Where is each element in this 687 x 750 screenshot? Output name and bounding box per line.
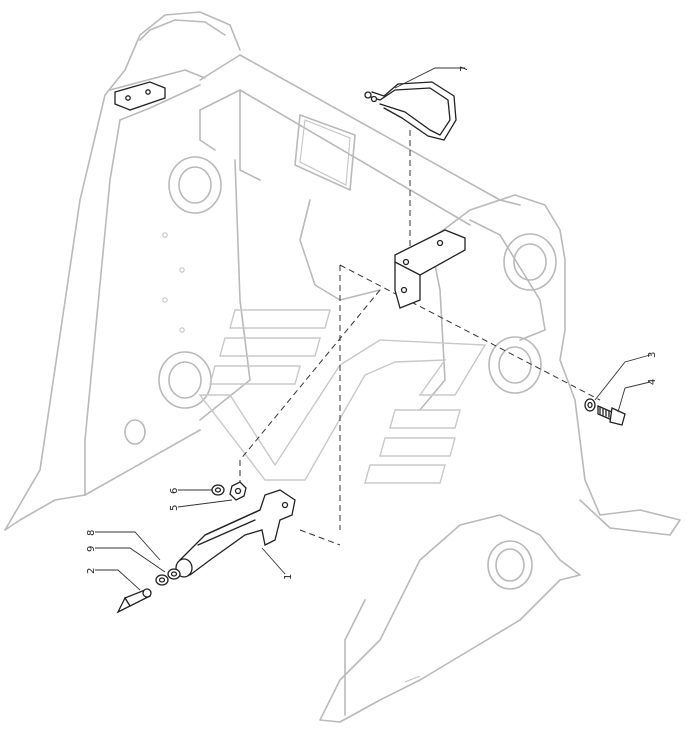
leader-lines: [95, 67, 651, 591]
callout-9: 9: [86, 546, 97, 552]
callout-8: 8: [86, 530, 97, 536]
part-5-6-nut-washer: [211, 481, 247, 501]
callout-labels: 7 1 8 9 2 6 5 3 4: [86, 66, 658, 580]
top-left-bracket: [114, 81, 166, 111]
callout-6: 6: [169, 488, 180, 494]
callout-7: 7: [459, 66, 470, 72]
part-7-wire-loop: [364, 81, 457, 141]
mounting-bracket: [394, 229, 466, 309]
loader-frame: [4, 11, 681, 723]
watermark-logo: [198, 309, 487, 484]
callout-3: 3: [647, 352, 658, 358]
callout-5: 5: [169, 505, 180, 511]
callout-1: 1: [283, 574, 294, 580]
callout-2: 2: [86, 568, 97, 574]
part-2-pin: [116, 588, 152, 614]
part-1-lever: [175, 489, 296, 578]
callout-4: 4: [647, 379, 658, 385]
part-3-4-bolt-washer: [584, 398, 626, 426]
part-8-9-washers: [155, 568, 181, 586]
